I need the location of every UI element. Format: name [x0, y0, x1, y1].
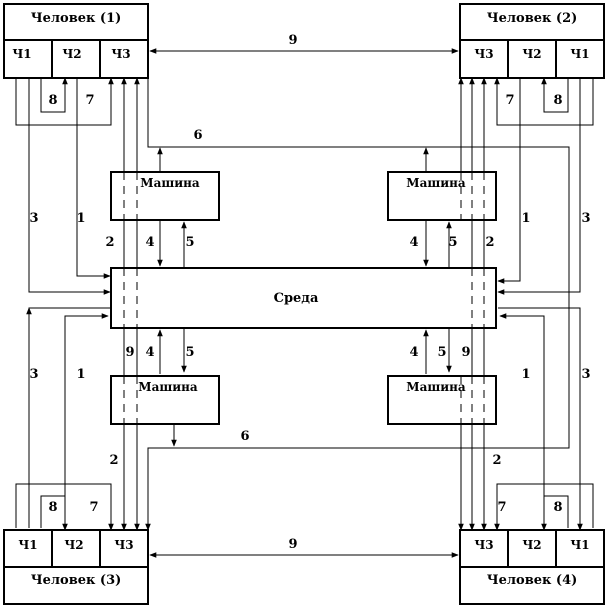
label-2-bl: 2 — [109, 453, 118, 468]
label-9-br: 9 — [461, 345, 470, 360]
person-1-title: Человек (1) — [31, 11, 122, 26]
link-8-tr — [541, 77, 569, 113]
machine-3-label: Машина — [138, 380, 198, 394]
person-3-part-2: Ч2 — [64, 538, 83, 552]
label-2-tl: 2 — [105, 235, 114, 250]
machine-4-block: Машина — [387, 375, 497, 425]
label-7-br: 7 — [497, 500, 506, 515]
label-4-br: 4 — [409, 345, 418, 360]
environment-label: Среда — [274, 291, 319, 306]
label-4-tl: 4 — [145, 235, 154, 250]
link-1-tl — [76, 79, 111, 279]
person-3-title: Человек (3) — [31, 573, 122, 588]
link-8-bl — [40, 495, 68, 531]
label-3-tl: 3 — [29, 211, 38, 226]
link-7-bl — [15, 483, 114, 531]
label-7-bl: 7 — [89, 500, 98, 515]
person-3-block: Ч1 Ч2 Ч3 Человек (3) — [3, 529, 149, 605]
label-4-bl: 4 — [145, 345, 154, 360]
label-5-br: 5 — [437, 345, 446, 360]
machine-4-box — [387, 375, 497, 425]
machine-3-block: Машина — [110, 375, 220, 425]
label-7-tl: 7 — [85, 93, 94, 108]
machine-1-label: Машина — [140, 176, 200, 190]
person-1-part-3: Ч3 — [111, 47, 130, 61]
link-6-path — [147, 78, 570, 528]
label-4-tr: 4 — [409, 235, 418, 250]
environment-block: Среда — [110, 267, 497, 329]
environment-box — [110, 267, 497, 329]
label-1-tr: 1 — [521, 211, 530, 226]
person-2-title: Человек (2) — [487, 11, 578, 26]
link-8-br — [541, 495, 569, 531]
person-4-part-2: Ч2 — [522, 538, 541, 552]
label-9-top: 9 — [288, 33, 297, 48]
label-8-tr: 8 — [553, 93, 562, 108]
link-7-br — [494, 483, 594, 531]
person-1-part-2: Ч2 — [62, 47, 81, 61]
link-1-bl — [64, 313, 109, 528]
link-3-br — [498, 307, 583, 531]
person-2-block: Человек (2) Ч3 Ч2 Ч1 — [459, 3, 605, 79]
link-8-tl — [40, 77, 68, 113]
label-6-top: 6 — [193, 128, 202, 143]
person-4-part-3: Ч1 — [570, 538, 589, 552]
person-4-block: Ч3 Ч2 Ч1 Человек (4) — [459, 529, 605, 605]
label-8-bl: 8 — [48, 500, 57, 515]
label-2-br: 2 — [492, 453, 501, 468]
machine-2-block: Машина — [387, 171, 497, 221]
machine-4-label: Машина — [406, 380, 466, 394]
link-7-tl — [15, 77, 114, 126]
label-3-tr: 3 — [581, 211, 590, 226]
machine-1-block: Машина — [110, 171, 220, 221]
link-3-bl-h — [28, 307, 110, 528]
machine-2-box — [387, 171, 497, 221]
person-1-block: Человек (1) Ч1 Ч2 Ч3 — [3, 3, 149, 79]
label-9-bottom: 9 — [288, 537, 297, 552]
person-4-title: Человек (4) — [487, 573, 578, 588]
link-7-tr — [494, 77, 594, 126]
machine-3-box — [110, 375, 220, 425]
person-2-part-2: Ч2 — [522, 47, 541, 61]
label-9-bl: 9 — [125, 345, 134, 360]
link-1-br — [499, 313, 545, 528]
person-2-part-3: Ч1 — [570, 47, 589, 61]
label-2-tr: 2 — [485, 235, 494, 250]
person-2-part-1: Ч3 — [474, 47, 493, 61]
person-3-part-3: Ч3 — [114, 538, 133, 552]
label-1-br: 1 — [521, 367, 530, 382]
link-1-tr — [497, 79, 521, 284]
link-3-tl — [28, 79, 111, 295]
machine-1-box — [110, 171, 220, 221]
machine-2-label: Машина — [406, 176, 466, 190]
label-3-bl: 3 — [29, 367, 38, 382]
person-3-part-1: Ч1 — [18, 538, 37, 552]
label-3-br: 3 — [581, 367, 590, 382]
label-1-tl: 1 — [76, 211, 85, 226]
label-1-bl: 1 — [76, 367, 85, 382]
label-6-bottom: 6 — [240, 429, 249, 444]
person-4-part-1: Ч3 — [474, 538, 493, 552]
label-5-bl: 5 — [185, 345, 194, 360]
label-5-tr: 5 — [448, 235, 457, 250]
label-7-tr: 7 — [505, 93, 514, 108]
person-1-part-1: Ч1 — [12, 47, 31, 61]
label-8-tl: 8 — [48, 93, 57, 108]
label-8-br: 8 — [553, 500, 562, 515]
number-labels: 9 9 8 7 8 7 8 7 8 7 6 6 3 1 2 4 5 4 5 2 … — [29, 33, 590, 552]
link-3-tr — [497, 79, 581, 295]
label-5-tl: 5 — [185, 235, 194, 250]
